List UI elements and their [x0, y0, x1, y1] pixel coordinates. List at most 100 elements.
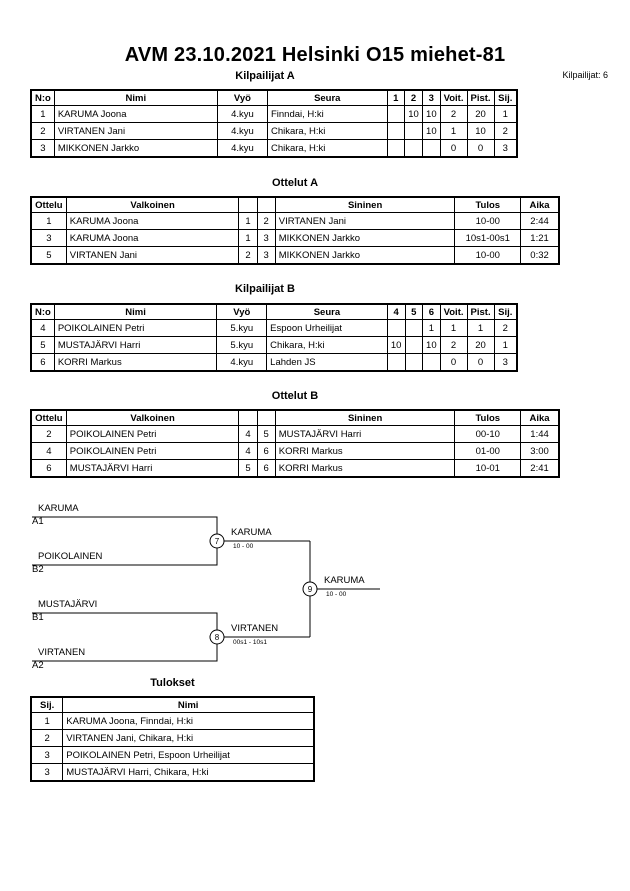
table-cell: KORRI Markus	[274, 442, 456, 460]
table-cell: 10	[422, 122, 441, 140]
table-header-row: Sij.Nimi	[30, 696, 315, 713]
table-cell: 6	[30, 459, 67, 478]
table-cell: MIKKONEN Jarkko	[53, 139, 218, 158]
table-cell: POIKOLAINEN Petri, Espoon Urheilijat	[62, 746, 315, 764]
match-7-winner: KARUMA	[231, 527, 272, 538]
pool-b-title: Kilpailijat B	[235, 283, 295, 295]
matches-a-title: Ottelut A	[271, 177, 319, 189]
table-cell: 0	[466, 139, 495, 158]
match-8-winner: VIRTANEN	[231, 623, 279, 634]
table-cell: MIKKONEN Jarkko	[274, 229, 456, 247]
table-cell: Chikara, H:ki	[266, 139, 388, 158]
column-header: Nimi	[62, 696, 315, 713]
table-cell: 5	[30, 336, 55, 354]
bracket-entry-name: MUSTAJÄRVI	[38, 599, 98, 610]
table-cell: 3	[30, 763, 64, 782]
match-9-score: 10 - 00	[326, 591, 347, 598]
table-cell: 2:41	[520, 459, 560, 478]
table-cell: MUSTAJÄRVI Harri	[53, 336, 218, 354]
table-cell: 6	[30, 353, 55, 372]
table-cell: 6	[256, 459, 276, 478]
table-cell: 2	[493, 122, 518, 140]
table-cell	[404, 353, 424, 372]
bracket-entry-seed: B1	[32, 612, 44, 623]
table-cell: 3	[30, 746, 64, 764]
bracket-entry-name: POIKOLAINEN	[38, 551, 103, 562]
pool-a-title: Kilpailijat A	[235, 70, 295, 82]
matches-b-title: Ottelut B	[271, 390, 319, 402]
table-cell: 3	[493, 353, 518, 372]
table-cell: KARUMA Joona, Finndai, H:ki	[62, 712, 315, 730]
table-cell: Chikara, H:ki	[266, 336, 388, 354]
table-cell: 1	[493, 336, 518, 354]
bracket-entry-name: KARUMA	[38, 503, 79, 514]
table-cell: Chikara, H:ki	[266, 122, 388, 140]
table-cell: 0:32	[520, 246, 560, 265]
table-cell	[404, 336, 424, 354]
match-8-number: 8	[215, 633, 220, 642]
table-cell: KORRI Markus	[274, 459, 456, 478]
column-header: Sij.	[30, 696, 64, 713]
table-cell: 4.kyu	[216, 122, 268, 140]
match-8-marker	[209, 629, 225, 645]
page-title: AVM 23.10.2021 Helsinki O15 miehet-81	[124, 44, 506, 66]
table-cell: KARUMA Joona	[65, 229, 240, 247]
bracket-entry-seed: A2	[32, 660, 44, 671]
table-cell: 3	[30, 229, 67, 247]
table-cell: VIRTANEN Jani, Chikara, H:ki	[62, 729, 315, 747]
table-cell: MUSTAJÄRVI Harri, Chikara, H:ki	[62, 763, 315, 782]
table-cell	[404, 139, 424, 158]
table-cell: 1:21	[520, 229, 560, 247]
results-title: Tulokset	[150, 677, 195, 689]
table-cell: Lahden JS	[266, 353, 388, 372]
table-cell: 3	[30, 139, 55, 158]
table-cell: MIKKONEN Jarkko	[274, 246, 456, 265]
match-9-number: 9	[308, 585, 313, 594]
match-9-marker	[302, 581, 318, 597]
table-cell: 5	[30, 246, 67, 265]
table-cell: 6	[256, 442, 276, 460]
match-7-marker	[209, 533, 225, 549]
bracket-entry-seed: B2	[32, 564, 44, 575]
table-cell: 4.kyu	[216, 139, 268, 158]
table-cell: 1	[466, 319, 495, 337]
table-cell: 10	[422, 336, 441, 354]
match-7-score: 10 - 00	[233, 543, 254, 550]
table-cell: 20	[466, 336, 495, 354]
table-cell: VIRTANEN Jani	[65, 246, 240, 265]
table-cell: 3	[256, 246, 276, 265]
match-7-number: 7	[215, 537, 220, 546]
match-9-winner: KARUMA	[324, 575, 365, 586]
table-cell: 3	[493, 139, 518, 158]
table-cell: KORRI Markus	[53, 353, 218, 372]
match-8-score: 00s1 - 10s1	[233, 639, 267, 646]
table-cell: 3	[256, 229, 276, 247]
table-cell: 4	[30, 442, 67, 460]
column-header: 5	[404, 303, 424, 320]
table-cell: 0	[466, 353, 495, 372]
table-cell: 2	[30, 122, 55, 140]
table-cell: 2	[30, 729, 64, 747]
table-cell	[404, 122, 424, 140]
table-cell: 3:00	[520, 442, 560, 460]
bracket-entry-name: VIRTANEN	[38, 647, 86, 658]
